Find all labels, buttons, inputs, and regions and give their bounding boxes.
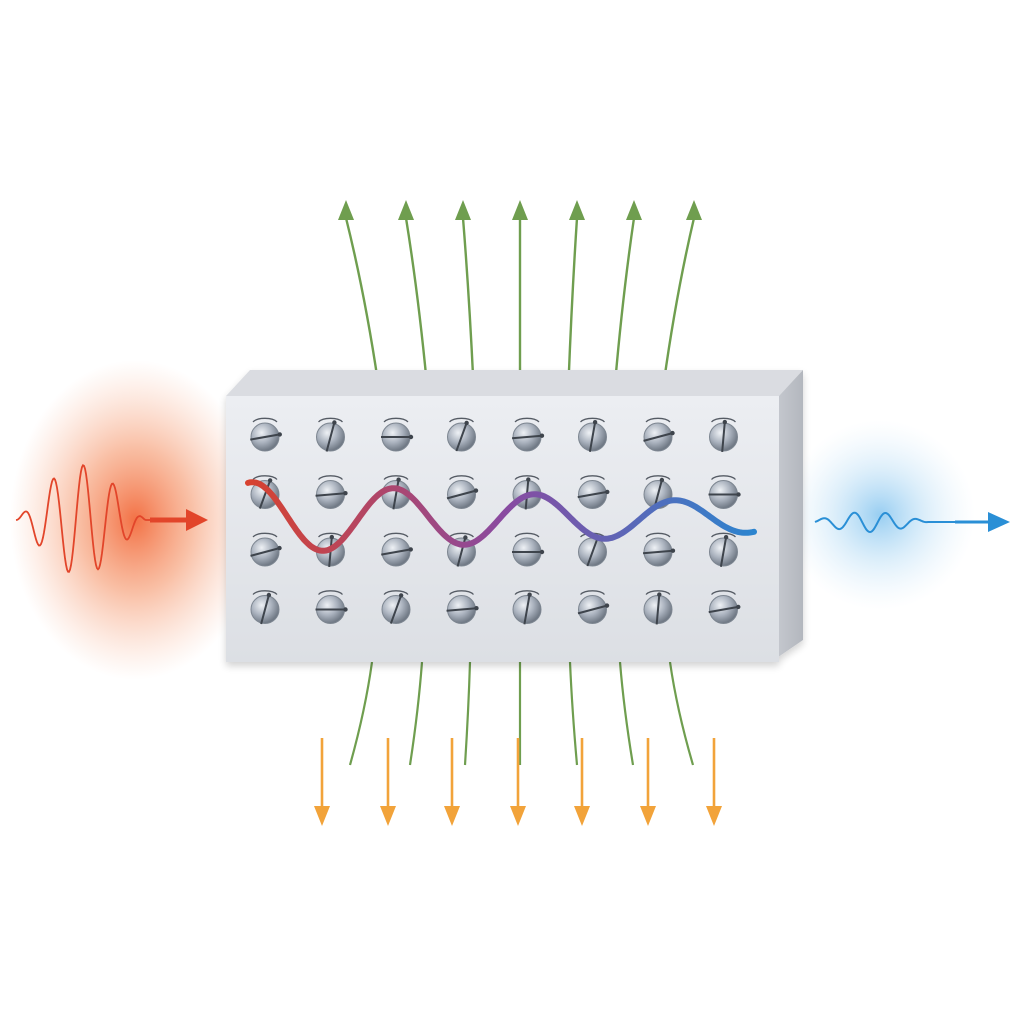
arrow-up-icon [398,200,430,397]
arrow-down-icon [444,738,460,826]
arrow-up-icon [512,200,528,396]
spin-magnetic-moment-icon [315,475,348,509]
field-line [463,661,472,766]
spin-magnetic-moment-icon [708,590,741,624]
outgoing-wave [814,511,958,534]
spin-magnetic-moment-icon [708,475,741,509]
spin-magnetic-moment-icon [512,590,542,625]
spin-magnetic-moment-icon [577,590,610,624]
spin-magnetic-moment-icon [577,475,610,509]
arrow-up-icon [455,200,476,397]
arrow-down-icon [314,738,330,826]
spin-magnetic-moment-icon [511,417,545,452]
arrow-down-icon [574,738,590,826]
field-line [668,661,695,766]
spin-magnetic-moment-icon [250,532,282,567]
spin-magnetic-moment-icon [578,417,607,452]
arrow-down-icon [640,738,656,826]
spin-magnetic-moment-icon [446,475,479,509]
spin-magnetic-moment-icon [643,590,673,625]
spin-magnetic-moment-icon [250,475,280,509]
spin-magnetic-moment-icon [643,417,675,452]
spin-magnetic-moment-icon [250,590,280,625]
arrow-down-icon [510,738,526,826]
spin-magnetic-moment-icon [642,532,676,567]
arrow-up-icon [338,200,382,397]
incoming-arrow-icon [150,509,208,531]
magnetic-block [226,370,803,662]
arrow-down-icon [706,738,722,826]
block-top-face [226,370,803,396]
field-line [618,661,635,766]
spin-magnetic-moment-icon [709,532,738,567]
arrow-down-icon [380,738,396,826]
field-line [348,661,374,766]
field-lines-top [338,200,702,397]
incoming-wave [15,463,152,573]
field-line [408,661,424,766]
field-line [568,661,579,766]
block-front-face [226,396,779,662]
arrow-up-icon [566,200,585,397]
spin-magnetic-moment-icon [709,417,738,453]
internal-spin-wave [245,479,757,554]
spin-magnetic-moment-icon [250,417,282,452]
spin-magnetic-moment-icon [381,590,411,624]
arrow-up-icon [660,200,702,397]
spin-magnetic-moment-icon [315,590,348,624]
outgoing-glow [785,420,975,610]
spin-magnetic-moment-icon [447,417,476,452]
spin-magnetic-moment-icon [381,417,414,452]
spin-magnetic-moment-icon [512,532,545,567]
arrow-up-icon [612,200,642,397]
spin-magnetic-moment-icon [381,532,413,567]
output-arrows [314,738,722,826]
spin-magnetic-moment-icon [316,417,345,452]
field-lines-bottom [348,661,695,766]
outgoing-arrow-icon [955,512,1010,532]
spin-magnetic-moment-icon [446,590,479,624]
